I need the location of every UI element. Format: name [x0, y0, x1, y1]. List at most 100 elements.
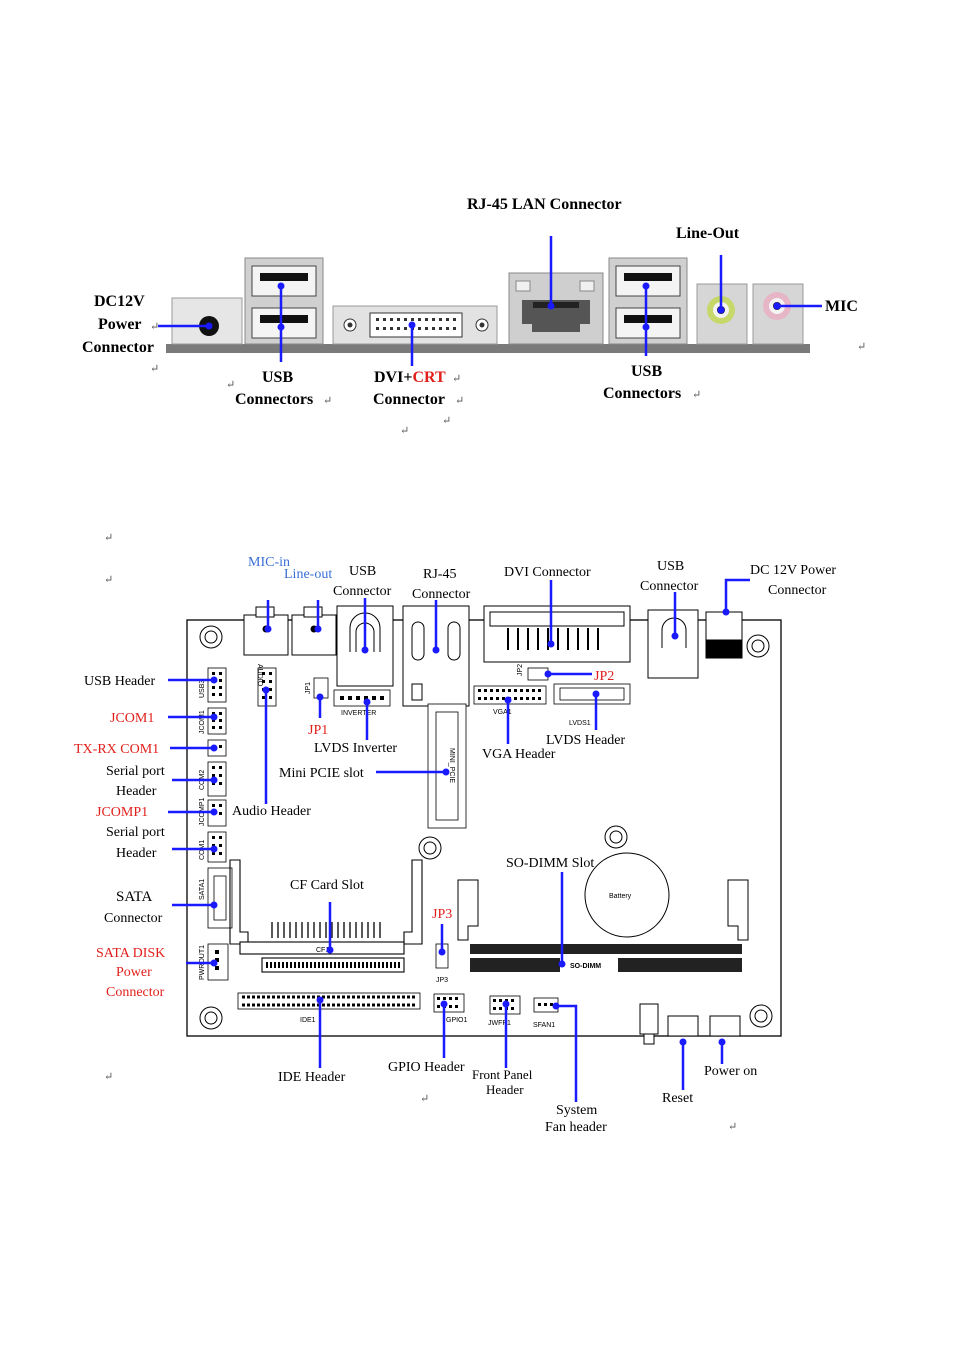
label-ide-header: IDE Header	[278, 1070, 346, 1085]
label-dvi-connector: Connector	[373, 391, 445, 408]
label-serial-port-2b: Header	[116, 846, 157, 861]
label-front-panel-2: Header	[486, 1082, 524, 1097]
battery-graphic	[584, 852, 670, 938]
label-usb-left-1: USB	[262, 369, 293, 386]
label-jp1: JP1	[308, 723, 328, 738]
svg-text:↵: ↵	[692, 389, 701, 401]
mic-jack-graphic	[752, 283, 804, 345]
svg-text:↵: ↵	[728, 1121, 737, 1133]
label-gpio-header: GPIO Header	[388, 1060, 465, 1075]
mounting-holes	[199, 625, 773, 1030]
label-line-out-board: Line-out	[284, 567, 332, 582]
svg-text:↵: ↵	[452, 373, 461, 385]
label-usb-connector-right-2: Connector	[640, 579, 699, 594]
audio-jacks-graphic	[243, 606, 337, 656]
label-reset: Reset	[662, 1091, 693, 1106]
silk-jp3: JP3	[436, 977, 448, 984]
label-usb-header: USB Header	[84, 674, 155, 689]
label-serial-port-1b: Header	[116, 784, 157, 799]
gpio-header-graphic	[433, 993, 465, 1013]
board-callout-lines	[168, 578, 750, 1102]
label-dvi-crt: DVI+CRT	[374, 369, 446, 386]
label-lvds-header: LVDS Header	[546, 733, 626, 748]
label-sata-1: SATA	[116, 889, 152, 905]
board-labels: MIC-in Line-out USB Connector RJ-45 Conn…	[74, 555, 836, 1135]
silk-sata1: SATA1	[199, 879, 206, 900]
label-jcom1: JCOM1	[110, 711, 154, 726]
rear-callout-lines	[158, 236, 822, 366]
label-mini-pcie: Mini PCIE slot	[279, 766, 364, 781]
svg-text:↵: ↵	[104, 1071, 113, 1083]
label-front-panel-1: Front Panel	[472, 1067, 533, 1082]
label-rj45-board-1: RJ-45	[423, 567, 456, 582]
label-sata-2: Connector	[104, 911, 163, 926]
rear-panel-plate	[166, 344, 810, 353]
label-jcomp1: JCOMP1	[96, 805, 148, 820]
silk-jwfp1: JWFP1	[488, 1020, 511, 1027]
label-system-fan-2: Fan header	[545, 1120, 607, 1135]
label-serial-port-1a: Serial port	[106, 764, 165, 779]
svg-text:↵: ↵	[226, 379, 235, 391]
dc12v-jack-graphic	[171, 297, 243, 345]
silk-lvds1: LVDS1	[569, 720, 591, 727]
silk-mini-pcie: MINI_PCIE	[448, 748, 455, 783]
svg-text:↵: ↵	[150, 321, 159, 333]
silk-jp1: JP1	[305, 682, 312, 694]
silk-so-dimm: SO-DIMM	[570, 963, 601, 970]
label-mic-in: MIC-in	[248, 555, 290, 570]
label-serial-port-2a: Serial port	[106, 825, 165, 840]
silk-usb3: USB3	[199, 680, 206, 698]
jp1-inverter-graphic	[313, 677, 391, 707]
label-usb-connector-right-1: USB	[657, 559, 684, 574]
label-dc12v-power-1: DC 12V Power	[750, 563, 836, 578]
paragraph-marks-rear: ↵ ↵ ↵ ↵ ↵ ↵ ↵ ↵ ↵ ↵	[150, 321, 866, 437]
label-power-on: Power on	[704, 1064, 757, 1079]
dvi-top-graphic	[483, 605, 631, 663]
vga-header-graphic	[473, 685, 547, 705]
so-dimm-graphic	[457, 879, 749, 973]
label-cf-card-slot: CF Card Slot	[290, 878, 364, 893]
label-dc12v-2: Power	[98, 316, 142, 333]
svg-text:↵: ↵	[857, 341, 866, 353]
label-sata-disk-3: Connector	[106, 985, 165, 1000]
label-line-out: Line-Out	[676, 225, 740, 242]
usb-left-graphic	[244, 257, 324, 345]
label-vga-header: VGA Header	[482, 747, 556, 762]
label-usb-right-1: USB	[631, 363, 662, 380]
silk-jcom1: JCOM1	[199, 710, 206, 734]
label-dvi-connector-board: DVI Connector	[504, 565, 591, 580]
silk-inverter: INVERTER	[341, 710, 376, 717]
usb-right-top-graphic	[647, 609, 699, 679]
ide-header-graphic	[237, 992, 421, 1010]
dc-jack-top-graphic	[705, 611, 743, 659]
silk-cf1: CF1	[316, 947, 329, 954]
board-diagram: AUDIO INVERTER VGA1 LVDS1 MINI_PCIE Batt…	[74, 532, 836, 1135]
svg-text:↵: ↵	[104, 532, 113, 544]
svg-text:↵: ↵	[442, 415, 451, 427]
svg-text:↵: ↵	[400, 425, 409, 437]
label-dc12v-3: Connector	[82, 339, 154, 356]
label-usb-connector-top-1: USB	[349, 564, 376, 579]
label-so-dimm-slot: SO-DIMM Slot	[506, 856, 594, 871]
usb-right-graphic	[608, 257, 688, 345]
label-jp2: JP2	[594, 669, 614, 684]
label-system-fan-1: System	[556, 1103, 597, 1118]
label-sata-disk-2: Power	[116, 965, 152, 980]
silk-sfan1: SFAN1	[533, 1022, 555, 1029]
silk-ide1: IDE1	[300, 1017, 316, 1024]
silk-battery: Battery	[609, 893, 632, 900]
label-txrx-com1: TX-RX COM1	[74, 742, 159, 757]
buttons-graphic	[639, 1003, 741, 1045]
label-rj45-board-2: Connector	[412, 587, 471, 602]
label-usb-right-2: Connectors	[603, 385, 681, 402]
svg-text:↵: ↵	[420, 1093, 429, 1105]
silk-vga1: VGA1	[493, 709, 512, 716]
svg-text:↵: ↵	[323, 395, 332, 407]
label-audio-header: Audio Header	[232, 804, 311, 819]
label-dc12v-power-2: Connector	[768, 583, 827, 598]
label-usb-connector-top-2: Connector	[333, 584, 392, 599]
svg-text:↵: ↵	[455, 395, 464, 407]
label-rj45-lan: RJ-45 LAN Connector	[467, 196, 622, 213]
label-dc12v-1: DC12V	[94, 293, 145, 310]
